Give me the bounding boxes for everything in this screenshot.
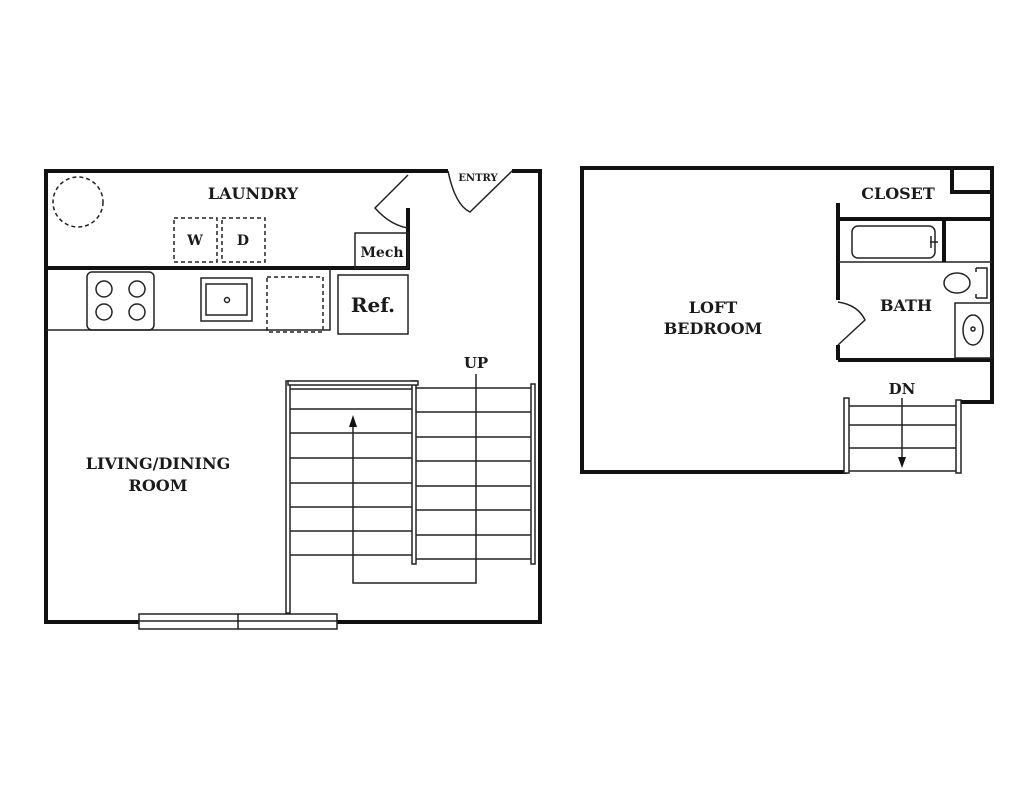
burner-icon <box>128 280 146 298</box>
arrow-up-icon <box>349 415 357 427</box>
bathtub <box>851 225 936 259</box>
sink-basin <box>205 283 248 316</box>
bath-sink <box>962 314 984 346</box>
stairs-down-label: DN <box>889 380 916 398</box>
drain-icon <box>970 326 976 332</box>
burner-icon <box>95 303 113 321</box>
loft-outer-walls <box>580 166 994 474</box>
vanity <box>954 302 993 359</box>
living-label-line1: LIVING/DINING <box>86 454 231 473</box>
loft-bedroom-label-line2: BEDROOM <box>664 319 762 338</box>
stove <box>86 271 155 331</box>
drain-icon <box>223 296 231 304</box>
loft-bedroom-label-line1: LOFT <box>689 298 738 317</box>
faucet-icon <box>930 236 938 248</box>
sink <box>200 277 253 322</box>
toilet-tank <box>975 267 988 299</box>
refrigerator <box>337 274 409 335</box>
bath-label: BATH <box>880 296 932 315</box>
dryer-label: D <box>237 233 249 249</box>
bath-door <box>837 301 866 346</box>
water-heater <box>52 176 104 228</box>
burner-icon <box>95 280 113 298</box>
dishwasher <box>266 276 324 333</box>
refrigerator-label: Ref. <box>351 293 395 317</box>
closet-nook <box>950 168 992 194</box>
arrow-down-icon <box>898 457 906 468</box>
closet-label: CLOSET <box>861 184 935 203</box>
washer <box>173 217 218 263</box>
counter <box>46 268 331 331</box>
laundry-label: LAUNDRY <box>208 184 299 203</box>
living-label-line2: ROOM <box>129 476 188 495</box>
washer-label: W <box>186 233 203 249</box>
loft-plan: CLOSET BATH LOFT BEDROOM DN <box>580 166 994 474</box>
laundry-wall <box>46 208 410 270</box>
entry-door <box>447 170 513 213</box>
laundry-door <box>373 174 409 229</box>
mech-label: Mech <box>360 245 403 261</box>
entry-label: ENTRY <box>458 173 498 184</box>
window <box>138 613 338 630</box>
burner-icon <box>128 303 146 321</box>
mech-closet <box>354 232 409 269</box>
stairs-up-label: UP <box>464 354 488 372</box>
loft-staircase <box>843 397 962 474</box>
toilet <box>943 272 971 294</box>
staircase <box>285 374 536 614</box>
first-floor-plan: W D Mech LAUNDRY ENTRY Ref. LIVING/DININ… <box>44 169 542 630</box>
dryer <box>221 217 266 263</box>
